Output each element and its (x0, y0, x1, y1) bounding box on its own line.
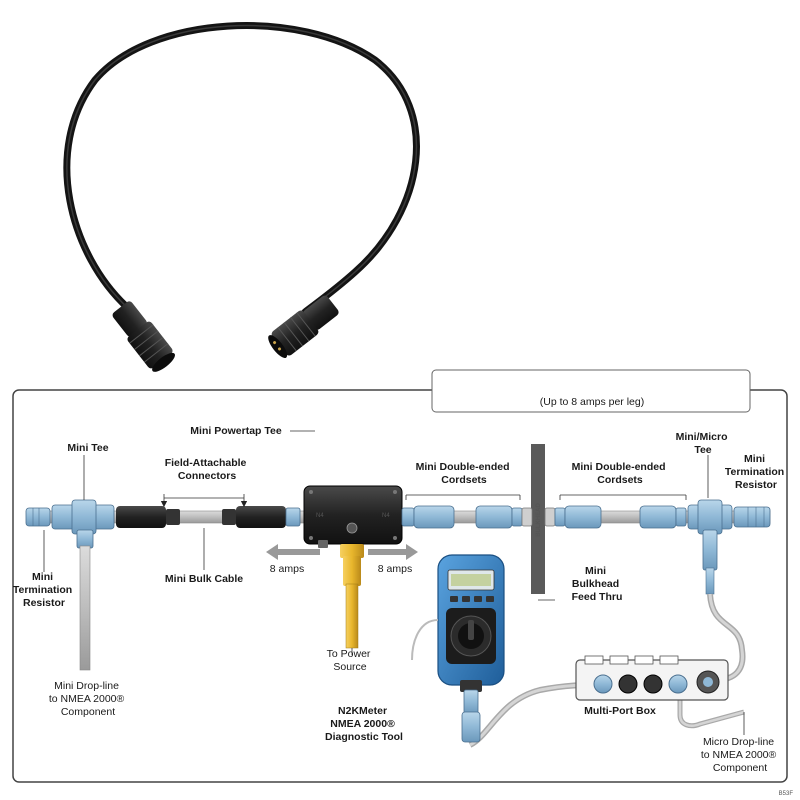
cable-product-photo (63, 22, 420, 372)
mini-double-ended-cordsets-right (554, 505, 687, 529)
field-attachable-connectors (116, 506, 301, 528)
label-micro-dropline: Micro Drop-line to NMEA 2000® Component (701, 736, 779, 774)
label-multi-port-box: Multi-Port Box (584, 705, 656, 717)
label-mini-micro-tee: Mini/Micro Tee (676, 431, 731, 456)
mini-double-ended-cordsets-left (401, 505, 523, 529)
header-note: (Up to 8 amps per leg) (540, 396, 644, 408)
mini-termination-resistor-right (733, 506, 771, 528)
mini-termination-resistor-left (25, 507, 51, 527)
label-mini-tee: Mini Tee (67, 442, 108, 454)
female-connector (112, 301, 175, 372)
leader-lines (43, 430, 745, 735)
label-mini-bulk-cable: Mini Bulk Cable (165, 573, 243, 585)
multi-port-box (575, 655, 729, 701)
svg-text:N4: N4 (382, 513, 390, 519)
mini-powertap-tee: N4 N4 (303, 485, 403, 649)
header-note-box (431, 369, 751, 413)
label-mini-termination-left: Mini Termination Resistor (13, 571, 75, 609)
mini-micro-tee (687, 499, 733, 595)
watermark: B53F (779, 791, 794, 797)
diagram-frame (12, 389, 788, 783)
label-power-source: To Power Source (327, 648, 374, 673)
n2kmeter-device (437, 554, 505, 743)
label-bulkhead-feed: Mini Bulkhead Feed Thru (572, 565, 623, 603)
label-amps-right: 8 amps (378, 563, 412, 575)
amps-arrows (266, 544, 418, 560)
label-mini-termination-right: Mini Termination Resistor (725, 453, 787, 491)
bulkhead: BULKHEAD (521, 444, 556, 594)
label-mini-powertap: Mini Powertap Tee (190, 425, 282, 437)
bulkhead-bar-label: BULKHEAD (536, 503, 542, 537)
label-double-ended-left: Mini Double-ended Cordsets (416, 461, 513, 486)
label-mini-dropline: Mini Drop-line to NMEA 2000® Component (49, 680, 127, 718)
label-n2kmeter: N2KMeter NMEA 2000® Diagnostic Tool (325, 705, 403, 743)
label-amps-left: 8 amps (270, 563, 304, 575)
label-field-attachable: Field-Attachable Connectors (165, 457, 250, 482)
mini-tee-left (51, 499, 115, 671)
svg-text:N4: N4 (316, 513, 324, 519)
label-double-ended-right: Mini Double-ended Cordsets (572, 461, 669, 486)
male-connector (268, 295, 339, 358)
